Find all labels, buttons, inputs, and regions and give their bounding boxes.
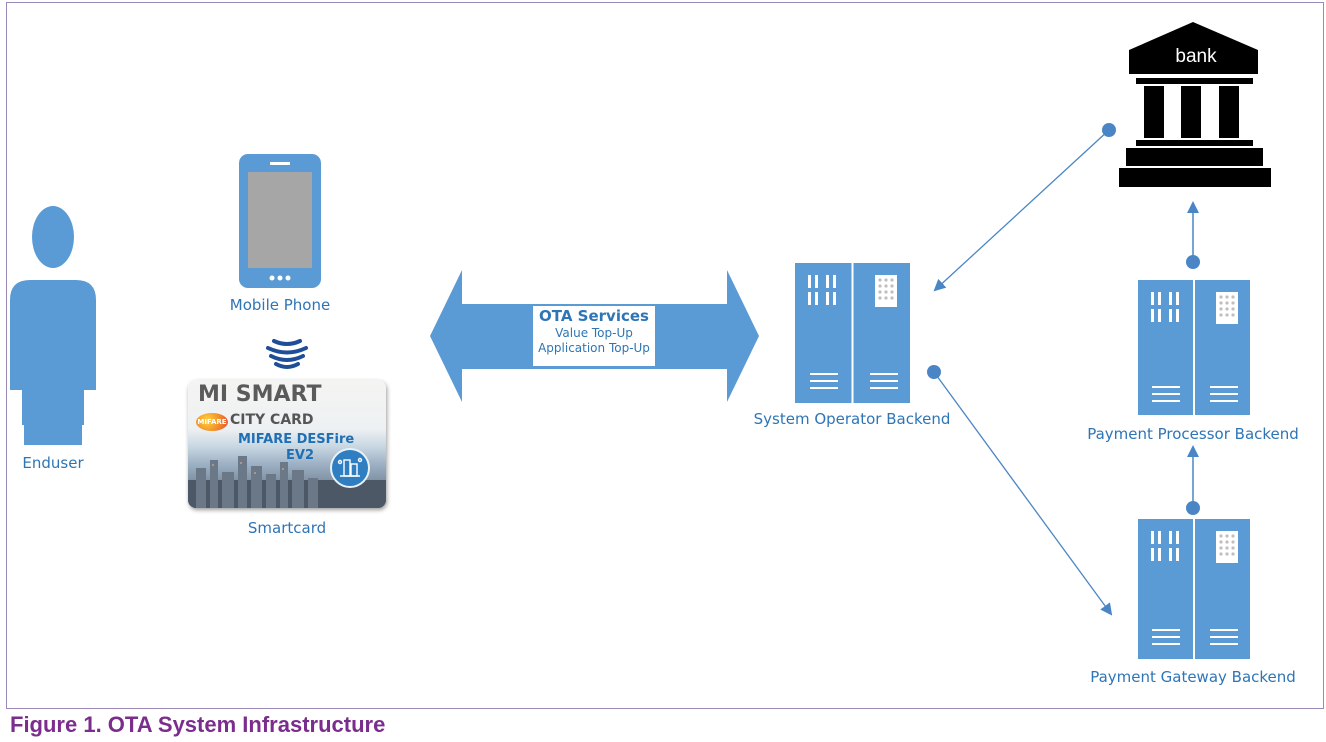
mifare-logo: MIFARE — [196, 413, 228, 431]
card-chip-name: MIFARE DESFire — [238, 432, 355, 447]
figure-frame — [6, 2, 1324, 709]
enduser-label: Enduser — [22, 454, 84, 472]
system-operator-label: System Operator Backend — [753, 410, 951, 428]
bank-label: bank — [1175, 46, 1217, 67]
payment-processor-label: Payment Processor Backend — [1087, 425, 1299, 443]
ota-line-application-topup: Application Top-Up — [538, 341, 650, 355]
connector-gateway-to-processor — [1186, 445, 1200, 515]
personal-account-label: Personal account — [1142, 170, 1244, 184]
server-icon — [1138, 519, 1250, 659]
city-badge-icon — [330, 448, 370, 488]
card-chip-version: EV2 — [286, 448, 314, 463]
person-icon — [10, 206, 96, 445]
city-skyline-icon — [188, 456, 386, 508]
smartcard-image: MI SMART MIFARE CITY CARD MIFARE DESFire… — [188, 380, 386, 508]
mobile-phone-label: Mobile Phone — [229, 296, 331, 314]
smartcard-label: Smartcard — [247, 519, 327, 537]
server-icon — [1138, 280, 1250, 415]
ota-title: OTA Services — [539, 307, 649, 325]
connector-operator-to-bank — [933, 123, 1116, 292]
ota-services-box: OTA Services Value Top-Up Application To… — [533, 306, 655, 366]
card-subtitle: CITY CARD — [230, 412, 314, 428]
figure-caption: Figure 1. OTA System Infrastructure — [10, 712, 386, 737]
server-icon — [795, 263, 910, 403]
nfc-wave-icon — [266, 339, 308, 369]
ota-line-value-topup: Value Top-Up — [555, 326, 633, 340]
bank-icon — [1119, 22, 1271, 187]
connector-operator-to-gateway — [927, 365, 1113, 616]
payment-gateway-label: Payment Gateway Backend — [1090, 668, 1296, 686]
connector-processor-to-bank — [1186, 201, 1200, 269]
card-title: MI SMART — [198, 382, 322, 407]
mobile-phone-icon — [239, 154, 321, 288]
